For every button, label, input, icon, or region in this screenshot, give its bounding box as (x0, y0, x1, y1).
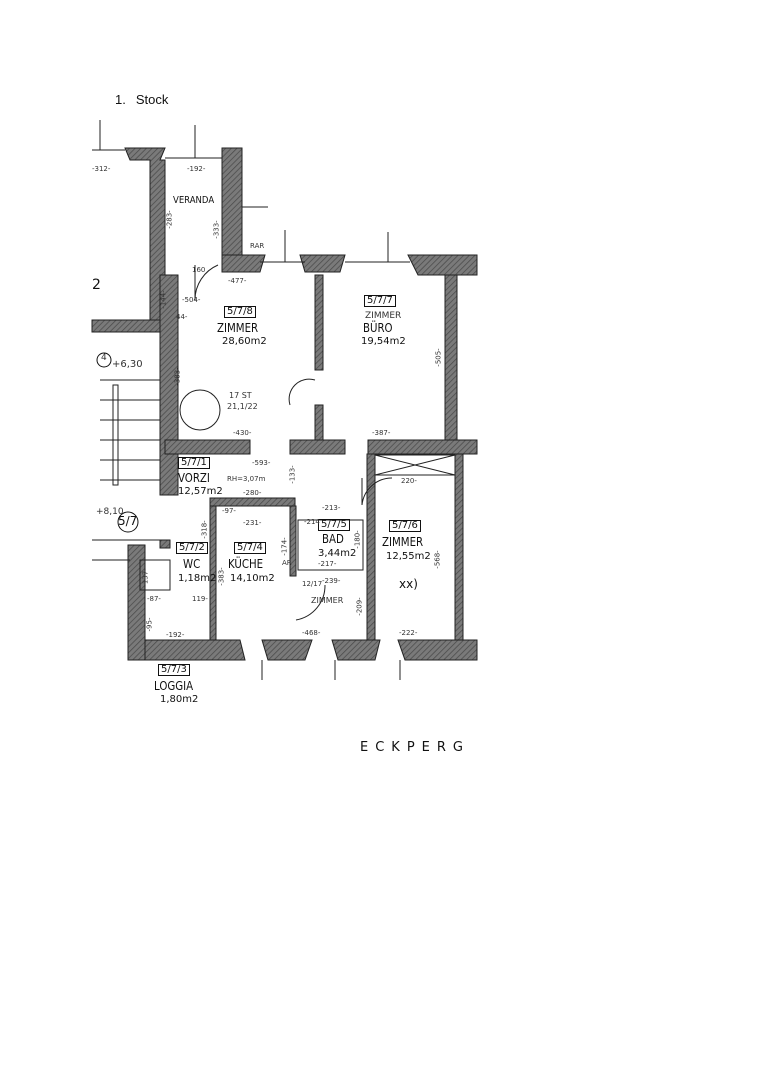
dimension-label: 220- (401, 477, 417, 485)
unit-label: 5/7 (118, 514, 138, 528)
dimension-label: -217- (318, 560, 337, 568)
room-name: VORZI (178, 471, 210, 485)
heading-number: 1. (115, 92, 126, 107)
dimension-label: -383- (217, 567, 226, 586)
dimension-label: -213- (322, 504, 341, 512)
dimension-label: -239- (322, 577, 341, 585)
dimension-label: -505- (434, 348, 443, 367)
room-id: 5/7/4 (234, 542, 266, 554)
stair-ratio: 21,1/22 (227, 402, 258, 411)
marker-label: 4 (101, 353, 107, 363)
level-label: +8,10 (96, 507, 124, 517)
room-id: 5/7/7 (364, 295, 396, 307)
dimension-label: -87- (147, 595, 161, 603)
dimension-label: -97- (222, 507, 236, 515)
dimension-label: -568- (433, 550, 442, 569)
room-area: 1,80m2 (160, 694, 199, 705)
dimension-label: -504- (182, 296, 201, 304)
plan-lines (92, 120, 456, 680)
dimension-label: -593- (252, 459, 271, 467)
dimension-label: -174- (280, 537, 289, 556)
dimension-label: -280- (243, 489, 262, 497)
room-id: 5/7/1 (178, 457, 210, 469)
stair-label: 17 ST (229, 391, 252, 400)
dimension-label: -318- (200, 520, 209, 539)
room-id: 5/7/6 (389, 520, 421, 532)
dimension-label: -222- (399, 629, 418, 637)
dimension-label: -387- (372, 429, 391, 437)
room-area: 14,10m2 (230, 573, 275, 584)
dimension-label: -95- (145, 617, 154, 632)
room-area: 19,54m2 (361, 336, 406, 347)
room-height: RH=3,07m (227, 475, 266, 483)
room-name: ZIMMER (217, 321, 259, 335)
room-note: xx) (399, 577, 418, 591)
dimension-label: -430- (233, 429, 252, 437)
room-id: 5/7/3 (158, 664, 190, 676)
dimension-label: -144- (159, 290, 168, 309)
dimension-label: -477- (228, 277, 247, 285)
room-area: 3,44m2 (318, 548, 357, 559)
dimension-label: -231- (243, 519, 262, 527)
neighbor-unit-label: 2 (92, 277, 101, 293)
dimension-label: -180- (353, 530, 362, 549)
room-area: 12,57m2 (178, 486, 223, 497)
room-id: 5/7/2 (176, 542, 208, 554)
room-name: WC (183, 557, 201, 571)
street-label: ECKPERG (360, 740, 470, 755)
dimension-label: -137- (141, 568, 150, 587)
walls (91, 147, 478, 661)
room-name: ZIMMER (382, 535, 424, 549)
dimension-label: -214 (304, 518, 320, 526)
dimension-label: -383- (173, 367, 182, 386)
zimmer-small-label: ZIMMER (311, 596, 344, 605)
rar-label: RAR (250, 242, 265, 250)
room-area: 12,55m2 (386, 551, 431, 562)
room-name: LOGGIA (154, 679, 194, 693)
room-name: BAD (322, 532, 344, 546)
section-heading: 1. Stock (115, 92, 168, 107)
room-name: BÜRO (363, 321, 393, 335)
veranda-label: VERANDA (173, 195, 215, 206)
ar-label: AR (282, 559, 292, 567)
dimension-label: -468- (302, 629, 321, 637)
room-area: 28,60m2 (222, 336, 267, 347)
room-name: KÜCHE (228, 557, 264, 571)
dimension-label: -133- (288, 465, 297, 484)
dimension-label: -283- (165, 210, 174, 229)
room-id: 5/7/8 (224, 306, 256, 318)
dimension-label: -209- (355, 597, 364, 616)
dimension-label: 160 (192, 266, 206, 274)
room-name-small: ZIMMER (365, 311, 402, 321)
room-area: 1,18m2 (178, 573, 217, 584)
dimension-label: -333- (212, 220, 221, 239)
level-label: +6,30 (112, 359, 143, 370)
dimension-label: 44- (176, 313, 188, 321)
dimension-label: -192- (187, 165, 206, 173)
ratio-label: 12/17 (302, 580, 323, 588)
dimension-label: 119- (192, 595, 208, 603)
room-id: 5/7/5 (318, 519, 350, 531)
dimension-label: -192- (166, 631, 185, 639)
heading-title: Stock (135, 92, 169, 107)
dimension-label: -312- (92, 165, 111, 173)
